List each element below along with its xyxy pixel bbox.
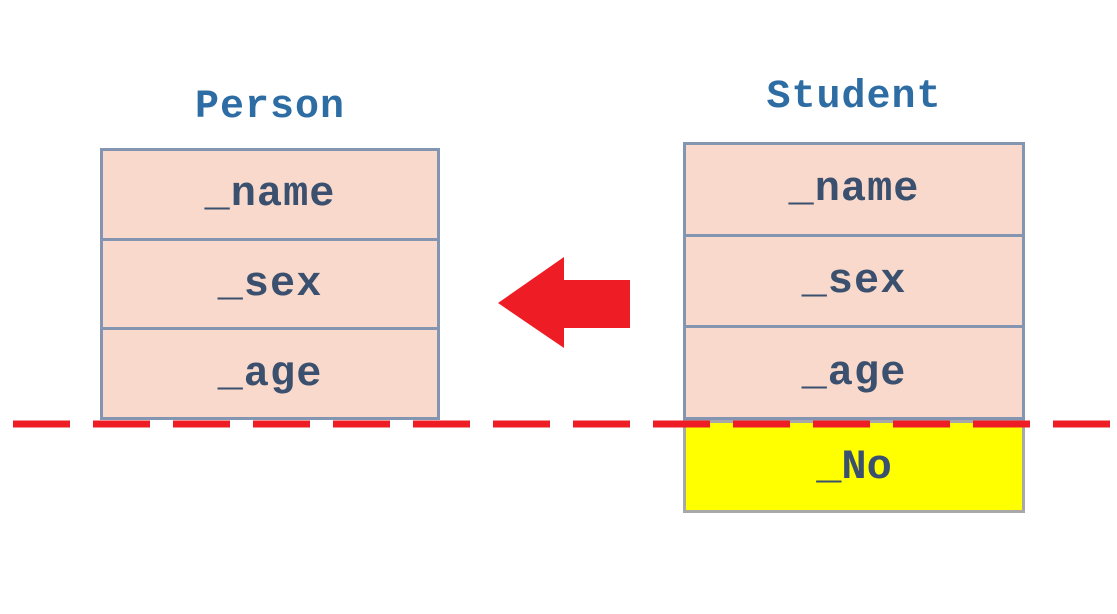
student-highlight-field-no: _No (683, 420, 1025, 513)
person-field-name: _name (103, 151, 437, 238)
left-arrow-icon (498, 257, 630, 348)
person-field-age: _age (103, 327, 437, 418)
student-class-title: Student (766, 75, 942, 120)
person-class-box: _name _sex _age (100, 148, 440, 420)
student-field-age: _age (686, 325, 1022, 418)
student-class-box: _name _sex _age (683, 142, 1025, 420)
person-class-title: Person (194, 85, 346, 130)
slice-dashed-line (0, 420, 1117, 428)
person-field-sex: _sex (103, 237, 437, 328)
student-field-sex: _sex (686, 233, 1022, 326)
student-field-name: _name (686, 145, 1022, 234)
